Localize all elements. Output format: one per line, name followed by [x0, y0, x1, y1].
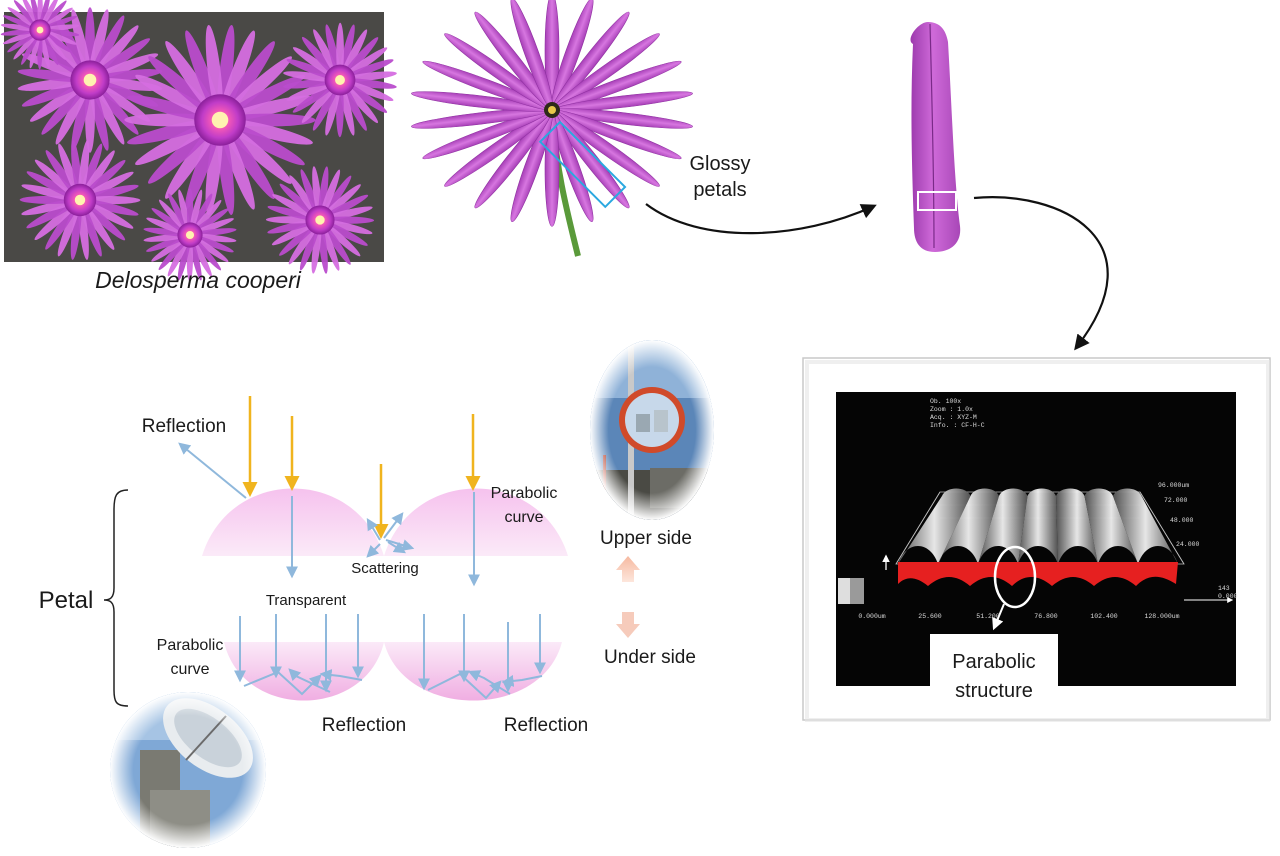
- micrograph-info-2: Acq. : XYZ-M: [930, 414, 977, 421]
- micrograph-info-3: Info. : CF-H-C: [930, 422, 985, 429]
- arrow-to-micrograph: [973, 196, 1109, 351]
- petal-label: Petal: [39, 587, 94, 614]
- surface-ridge: [898, 488, 971, 564]
- highlight-circle: [993, 545, 1037, 609]
- parabolic-structure-line1: Parabolic: [952, 651, 1035, 673]
- lower-cell-left: [224, 642, 384, 701]
- upper-side-label: Upper side: [600, 528, 692, 549]
- reflection-bottom-left-label: Reflection: [322, 715, 407, 736]
- x-end-label: 143: [1218, 585, 1230, 592]
- flower-photo: [0, 0, 397, 282]
- glossy-petals-label-line1: Glossy: [689, 153, 750, 175]
- red-profile: [898, 562, 1178, 586]
- single-petal: [910, 22, 961, 252]
- under-side-label: Under side: [604, 647, 696, 668]
- species-caption: Delosperma cooperi: [95, 267, 302, 293]
- x-tick-label: 76.800: [1034, 613, 1058, 620]
- parabolic-curve-bottom-line2: curve: [170, 661, 209, 678]
- z-tick-label: 72.000: [1164, 497, 1188, 504]
- parabolic-curve-top-line1: Parabolic: [491, 485, 558, 502]
- parabolic-curve-top-line2: curve: [504, 509, 543, 526]
- photo-bloom: [265, 166, 375, 274]
- lower-cell-right: [384, 642, 562, 701]
- z-tick-label: 48.000: [1170, 517, 1194, 524]
- surface-ridge: [1018, 488, 1058, 564]
- petal-bracket: [103, 489, 129, 707]
- x-tick-label: 25.600: [918, 613, 942, 620]
- surface-ridge: [1084, 488, 1138, 564]
- photo-bloom: [0, 0, 80, 70]
- transparent-label: Transparent: [266, 592, 347, 609]
- parabolic-structure-box: [930, 634, 1058, 706]
- x-tick-label: 51.200: [976, 613, 1000, 620]
- reflection-top-label: Reflection: [142, 416, 227, 437]
- highlight-arrow: [992, 603, 1005, 631]
- glossy-petals-label-line2: petals: [693, 179, 746, 201]
- upper-side-arrow: [616, 556, 640, 582]
- surface-ridge: [938, 488, 999, 564]
- z-tick-label: 24.000: [1176, 541, 1200, 548]
- cross-section-diagram: [103, 396, 640, 707]
- photo-bloom: [124, 24, 316, 216]
- surface-ridge: [1056, 488, 1098, 564]
- parabolic-structure-line2: structure: [955, 680, 1033, 702]
- micrograph-info-0: Ob. 100x: [930, 398, 961, 405]
- micrograph-info-1: Zoom : 1.0x: [930, 406, 973, 413]
- z-tick-label: 96.000um: [1158, 482, 1189, 489]
- micrograph-panel: Ob. 100x Zoom : 1.0x Acq. : XYZ-M Info. …: [802, 357, 1271, 722]
- y-end-label: 0.000: [1218, 593, 1238, 600]
- petal-zoom-frame: [917, 191, 957, 211]
- flower-illustration: [411, 0, 693, 257]
- photo-bloom: [143, 188, 237, 282]
- photo-bloom: [19, 140, 141, 260]
- reflection-bottom-right-label: Reflection: [504, 715, 589, 736]
- photo-bloom: [283, 22, 397, 138]
- scattering-label: Scattering: [351, 560, 419, 577]
- parabolic-curve-bottom-line1: Parabolic: [157, 637, 224, 654]
- arrow-to-petal: [645, 203, 877, 235]
- upper-cell-right: [384, 488, 568, 556]
- under-side-arrow: [616, 612, 640, 638]
- selected-petal-frame: [538, 120, 627, 209]
- surface-ridge: [978, 488, 1028, 564]
- x-tick-label: 102.400: [1090, 613, 1117, 620]
- x-tick-label: 128.000um: [1144, 613, 1179, 620]
- surface-ridge: [1113, 488, 1178, 564]
- x-tick-label: 0.000um: [858, 613, 885, 620]
